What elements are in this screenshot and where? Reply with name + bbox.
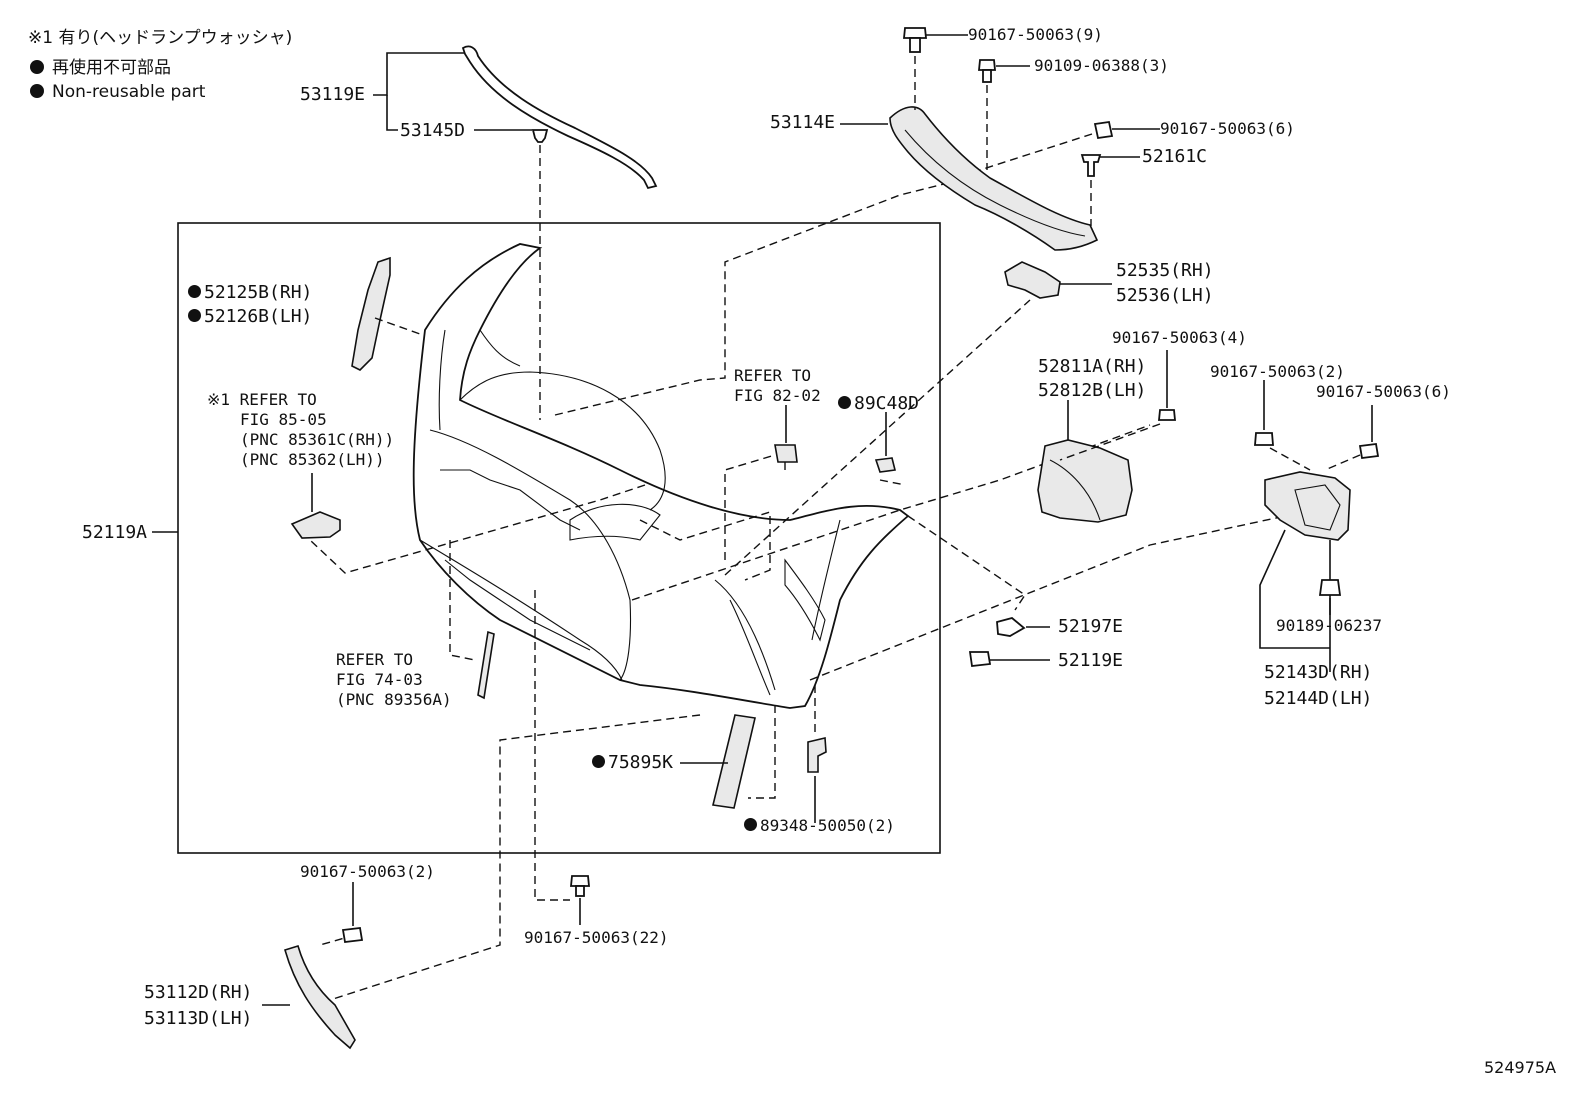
- bracket-52143d-part: [1264, 471, 1351, 541]
- legend-non-reusable-jp: 再使用不可部品: [30, 60, 171, 77]
- label-90167-6b[interactable]: 90167-50063(6): [1316, 382, 1451, 401]
- refer-8505-line3: (PNC 85361C(RH)): [240, 430, 395, 449]
- washer-hose-part: [461, 45, 658, 190]
- label-53113d[interactable]: 53113D(LH): [144, 1008, 253, 1029]
- bolt-90167-2a-part: [1254, 432, 1274, 446]
- label-75895k[interactable]: 75895K: [592, 754, 673, 772]
- label-52126b[interactable]: 52126B(LH): [188, 308, 312, 326]
- label-52536[interactable]: 52536(LH): [1116, 285, 1214, 306]
- bolt-90109-part: [978, 59, 996, 83]
- non-reusable-dot-icon: [188, 309, 201, 322]
- refer-8202-line2: FIG 82-02: [734, 386, 821, 405]
- clip-part: [531, 129, 549, 143]
- duct-52811a-part: [1037, 439, 1133, 523]
- refer-8202-line1: REFER TO: [734, 366, 812, 385]
- sensor-bracket-part: [807, 737, 827, 773]
- label-52119e[interactable]: 52119E: [1058, 650, 1124, 671]
- bolt-90167-6b-part: [1358, 442, 1380, 460]
- bolt-90167-6a-part: [1093, 120, 1114, 140]
- reflector-strip-part: [712, 714, 756, 809]
- legend-note-1: ※1 有り(ヘッドランプウォッシャ): [28, 28, 293, 48]
- diagram-code: 524975A: [1484, 1058, 1557, 1077]
- assembly-frame: [177, 222, 941, 854]
- non-reusable-dot-icon: [744, 818, 757, 831]
- refer-8505-line1: ※1 REFER TO: [207, 390, 317, 409]
- label-90109[interactable]: 90109-06388(3): [1034, 56, 1169, 75]
- non-reusable-dot-icon: [30, 84, 44, 98]
- legend-non-reusable-en: Non-reusable part: [30, 84, 205, 101]
- label-89348[interactable]: 89348-50050(2): [744, 818, 895, 834]
- bumper-support-part: [889, 106, 1099, 251]
- bolt-90167-9-part: [903, 27, 927, 53]
- label-53112d[interactable]: 53112D(RH): [144, 982, 253, 1003]
- label-52812b[interactable]: 52812B(LH): [1038, 380, 1147, 401]
- label-52144d[interactable]: 52144D(LH): [1264, 688, 1373, 709]
- side-molding-part: [351, 256, 391, 371]
- side-cover-53112d-part: [284, 944, 356, 1050]
- bracket-52535-part: [1004, 261, 1061, 299]
- bolt-90167-4-part: [1158, 409, 1176, 421]
- headlamp-washer-bracket-part: [290, 511, 341, 539]
- label-90167-2a[interactable]: 90167-50063(2): [1210, 362, 1345, 381]
- screw-52119e-part: [968, 651, 992, 667]
- clip-90189-part: [1318, 579, 1342, 596]
- refer-74-03-part: [477, 630, 495, 700]
- label-53145d[interactable]: 53145D: [400, 120, 466, 141]
- label-53114e[interactable]: 53114E: [770, 112, 836, 133]
- bolt-90167-22-part: [570, 875, 590, 897]
- refer-7403-line2: FIG 74-03: [336, 670, 423, 689]
- non-reusable-dot-icon: [592, 755, 605, 768]
- refer-7403-line3: (PNC 89356A): [336, 690, 452, 709]
- label-53119e[interactable]: 53119E: [300, 84, 366, 105]
- label-52811a[interactable]: 52811A(RH): [1038, 356, 1147, 377]
- clip-52161c-part: [1080, 154, 1102, 177]
- label-52119a[interactable]: 52119A: [82, 522, 148, 543]
- non-reusable-dot-icon: [188, 285, 201, 298]
- non-reusable-dot-icon: [838, 396, 851, 409]
- label-90167-6a[interactable]: 90167-50063(6): [1160, 119, 1295, 138]
- label-90167-22[interactable]: 90167-50063(22): [524, 928, 669, 947]
- label-52161c[interactable]: 52161C: [1142, 146, 1208, 167]
- label-89c48d[interactable]: 89C48D: [838, 395, 919, 413]
- label-52197e[interactable]: 52197E: [1058, 616, 1124, 637]
- label-52125b[interactable]: 52125B(RH): [188, 284, 312, 302]
- label-90167-9[interactable]: 90167-50063(9): [968, 25, 1103, 44]
- label-90167-2b[interactable]: 90167-50063(2): [300, 862, 435, 881]
- refer-82-02-part: [774, 444, 798, 463]
- label-90167-4[interactable]: 90167-50063(4): [1112, 328, 1247, 347]
- refer-8505-line4: (PNC 85362(LH)): [240, 450, 385, 469]
- bolt-90167-2b-part: [341, 927, 364, 943]
- clip-52197e-part: [996, 617, 1026, 637]
- label-52143d[interactable]: 52143D(RH): [1264, 662, 1373, 683]
- non-reusable-dot-icon: [30, 60, 44, 74]
- label-90189[interactable]: 90189-06237: [1276, 616, 1382, 635]
- clip-89c48d-part: [874, 457, 896, 473]
- refer-7403-line1: REFER TO: [336, 650, 414, 669]
- refer-8505-line2: FIG 85-05: [240, 410, 327, 429]
- label-52535[interactable]: 52535(RH): [1116, 260, 1214, 281]
